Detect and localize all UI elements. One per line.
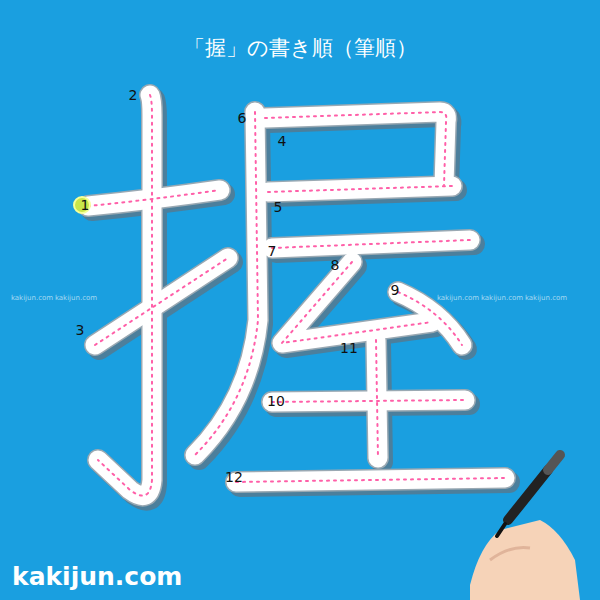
stroke-number: 7 <box>268 244 277 258</box>
stroke-number: 4 <box>278 134 287 148</box>
start-dot <box>74 197 90 213</box>
stroke-guide <box>88 95 505 496</box>
page-title: 「握」の書き順（筆順） <box>184 34 417 62</box>
stroke-body <box>88 95 505 496</box>
site-name: kakijun.com <box>12 562 182 591</box>
watermark: kakijun.com <box>437 294 479 302</box>
stroke-number: 5 <box>274 200 283 214</box>
watermark: kakijun.com <box>525 294 567 302</box>
stroke-number: 12 <box>225 470 243 484</box>
stroke-number: 11 <box>340 341 358 355</box>
stroke-number: 6 <box>238 111 247 125</box>
stroke-number: 1 <box>81 198 90 212</box>
stroke-number: 8 <box>331 258 340 272</box>
hand-pen-icon <box>470 455 580 600</box>
watermark: kakijun.com <box>55 294 97 302</box>
stroke-number: 10 <box>267 394 285 408</box>
watermark: kakijun.com <box>11 294 53 302</box>
stroke-number: 3 <box>76 323 85 337</box>
stroke-number: 9 <box>391 283 400 297</box>
stroke-number: 2 <box>129 88 138 102</box>
watermark: kakijun.com <box>481 294 523 302</box>
stroke-outline <box>88 95 505 496</box>
